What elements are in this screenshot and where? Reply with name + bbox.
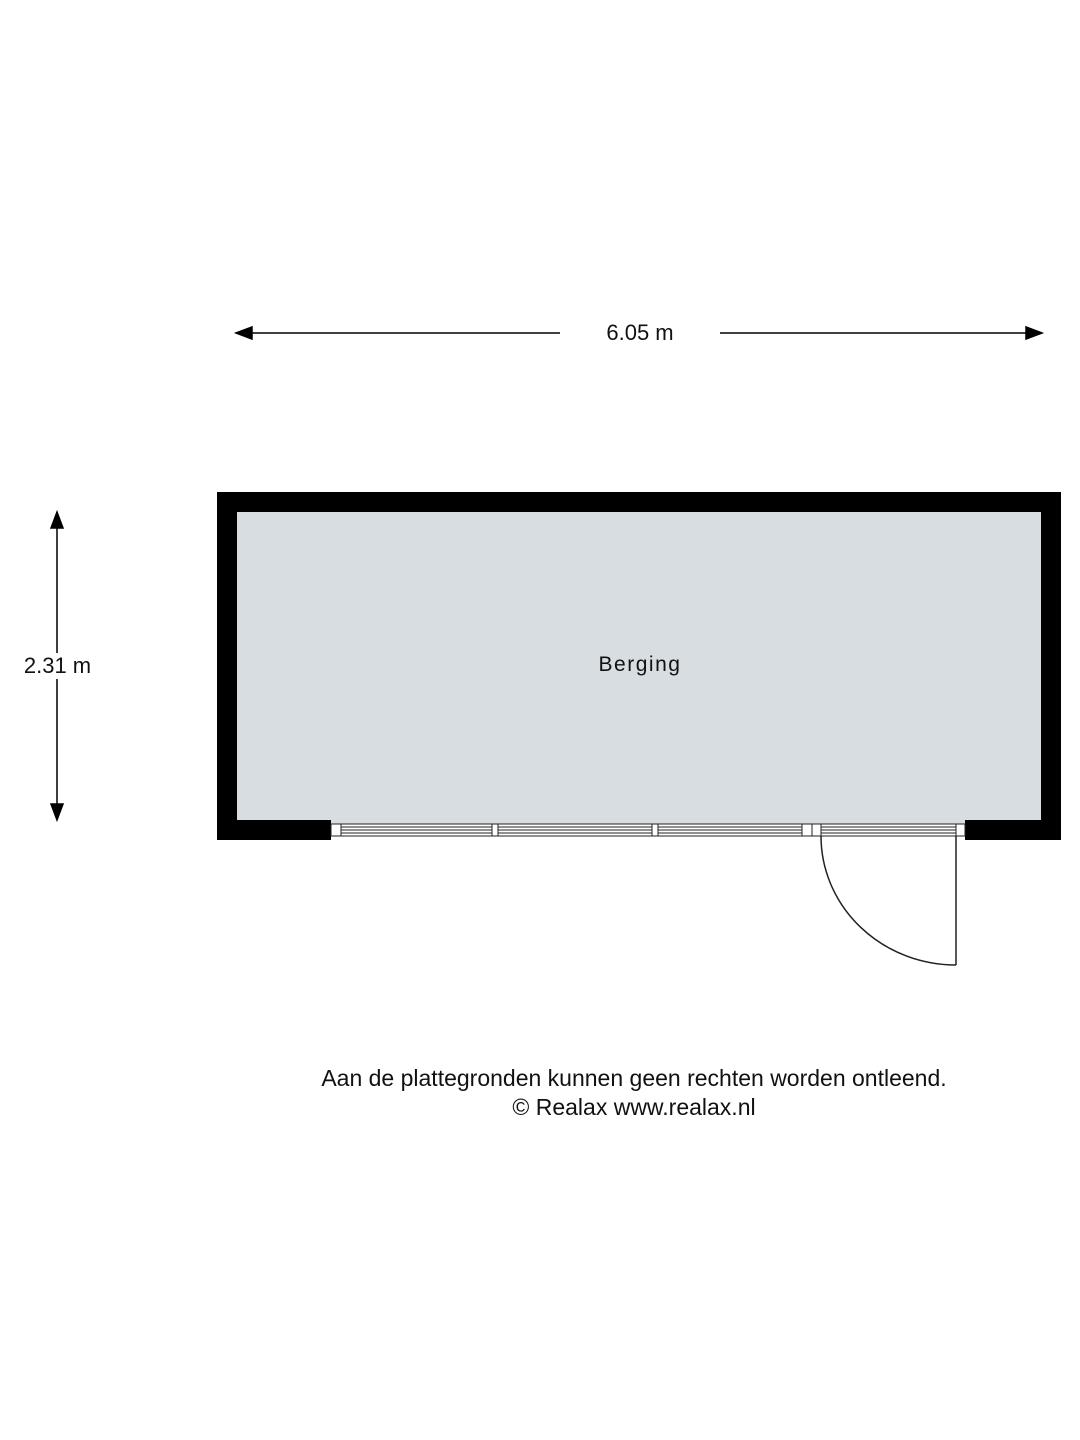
door-swing (820, 835, 957, 966)
disclaimer-text: Aan de plattegronden kunnen geen rechten… (321, 1065, 947, 1091)
room-berging-floor (237, 512, 1041, 824)
footer: Aan de plattegronden kunnen geen rechten… (0, 1064, 1080, 1122)
room-label-berging: Berging (598, 653, 682, 676)
height-dimension-label: 2.31 m (10, 653, 105, 679)
walls (217, 492, 1061, 840)
copyright-text: © Realax www.realax.nl (512, 1094, 756, 1120)
window (330, 823, 966, 837)
width-dimension-label: 6.05 m (560, 320, 720, 346)
